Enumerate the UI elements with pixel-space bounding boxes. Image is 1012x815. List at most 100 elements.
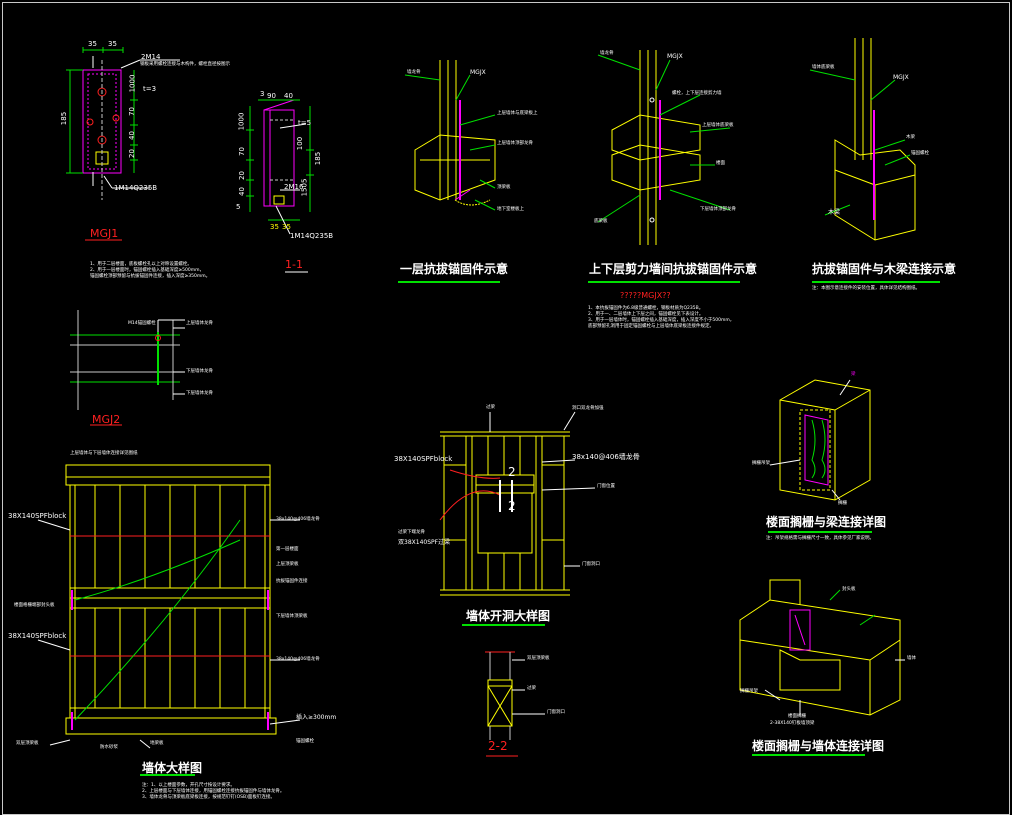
anchor1-callout: 上层墙体与底梁板上: [497, 111, 538, 116]
wall-detail-drawing: [37, 464, 301, 776]
joist-wall-callout: 楼面搁栅: [788, 714, 806, 719]
anchor3-callout: MGJX: [893, 74, 909, 81]
joist-wall-title: 楼面搁栅与墙体连接详图: [752, 739, 885, 753]
joist-beam-callout: 搁栅吊架: [752, 461, 770, 466]
opening-title: 墙体开洞大样图: [466, 609, 551, 623]
sec11-dim-top1: 3: [260, 90, 265, 98]
joist-wall-callout: 2-38X140钉板墙顶梁: [770, 721, 815, 726]
wall-bottom-label: 防水砂浆: [100, 745, 118, 750]
wall-right-label: 38x140@406墙龙骨: [276, 517, 320, 522]
anchor3-note: 注：本图示意连接件的安装位置，具体详见结构图纸。: [812, 286, 920, 291]
section-1-1-drawing: [246, 99, 314, 273]
sec22-callout: 门窗洞口: [547, 710, 565, 715]
opening-callout: 过梁: [486, 405, 495, 410]
anchor2-note-line: 3、用于一层墙体时，锚固螺栓插入基础深度，插入深度不小于500mm，: [588, 318, 735, 323]
anchor2-drawing: [588, 50, 740, 283]
opening-callout: 门窗洞口: [582, 562, 600, 567]
wall-right-label: 抗拔锚固件连接: [276, 579, 308, 584]
mgj1-plate-note: 钢板采用螺栓连接与木构件，螺栓直径按图示: [140, 62, 230, 67]
section-2-2-label: 2-2: [488, 739, 508, 753]
anchor3-callout: 木梁: [828, 209, 841, 216]
sec11-dim-h2: 70: [237, 147, 246, 156]
mgj2-label: MGJ2: [92, 413, 121, 426]
anchor1-callout: 顶梁板: [497, 185, 511, 190]
opening-callout: 38X140SPFblock: [394, 455, 453, 463]
mgj1-plate-drawing: [66, 47, 180, 241]
wall-right-label: 下层墙体顶梁板: [276, 614, 308, 619]
joist-wall-drawing: [739, 579, 905, 756]
mgj2-callout: 上层墙体龙骨: [186, 321, 213, 326]
mgj1-dim-w2: 35: [108, 40, 117, 48]
joist-beam-drawing: [768, 379, 872, 533]
sec11-dim-b1: 35: [270, 223, 279, 231]
mgj2-callout: M14锚固螺栓: [128, 321, 156, 326]
wall-bottom-label: 地梁板: [150, 741, 164, 746]
joist-beam-note: 注：吊架规格需与搁栅尺寸一致，具体参见厂家说明。: [766, 536, 874, 541]
sec11-thickness: t=5: [298, 119, 312, 127]
opening-callout: 双38X140SPF过梁: [398, 539, 451, 546]
mgj1-dim-h1: 1000: [128, 74, 137, 93]
anchor2-callout: 底梁板: [594, 219, 608, 224]
anchor1-callout: MGJX: [470, 69, 486, 76]
wall-top-label: 上层墙体与下层墙体连接详见图纸: [70, 451, 138, 456]
anchor1-drawing: [398, 60, 500, 283]
wall-left-label: 双层顶梁板: [16, 741, 39, 746]
anchor2-callout: MGJX: [667, 53, 683, 60]
joist-beam-callout: 梁: [851, 372, 856, 377]
joist-beam-callout: 搁栅: [838, 501, 847, 506]
wall-right-label: 锚固螺栓: [296, 739, 314, 744]
mgj1-notes: 1、用于二层楼面，底板螺栓孔以上对称设置螺栓。 2、用于一层楼面时，锚固螺栓插入…: [90, 262, 210, 280]
mgj2-callout: 下层墙体龙骨: [186, 369, 213, 374]
mgj1-label: MGJ1: [90, 227, 119, 240]
mgj1-bolt-label: 1M14Q235B: [114, 184, 158, 192]
wall-note-line: 3、墙体龙骨与顶梁板底梁板连接，按规范钉钉(OSB)面板钉连接。: [142, 795, 275, 800]
anchor2-note-line: 1、本抗拔锚固件为6.8级普通螺栓，钢板材质为Q235B。: [588, 306, 704, 311]
anchor2-note-line: 2、用于一、二层墙体上下层之间，锚固螺栓见下表设计。: [588, 312, 704, 317]
anchor2-callout: 螺栓，上下层连接剪力墙: [672, 91, 722, 96]
sec11-dim-h4: 185: [314, 151, 323, 166]
opening-callout: 过梁下端龙骨: [398, 530, 425, 535]
anchor3-callout: 墙体底梁板: [812, 65, 835, 70]
opening-cut-mark: 2: [508, 465, 516, 479]
anchor3-drawing: [809, 38, 940, 283]
mgj1-dim-h2: 70: [127, 107, 136, 116]
wall-right-label: 插入≥300mm: [296, 714, 337, 721]
sec11-dim-h3: 100: [296, 136, 305, 151]
anchor2-callout: 墙龙骨: [600, 51, 614, 56]
anchor3-callout: 木梁: [906, 135, 915, 140]
anchor2-notes: 1、本抗拔锚固件为6.8级普通螺栓，钢板材质为Q235B。 2、用于一、二层墙体…: [588, 306, 734, 330]
sec11-dim-h1: 1000: [237, 112, 246, 131]
wall-note-line: 2、上层楼面与下层墙体连接，用锚固螺栓连接抗拔锚固件与墙体龙骨。: [142, 789, 285, 794]
joist-wall-callout: 封头板: [842, 587, 856, 592]
mgj1-note-line: 锚固螺栓顶部预留与抗拔锚固件连接，插入深度≥350mm。: [90, 274, 211, 279]
opening-callout: 洞口双龙骨加强: [572, 406, 604, 411]
mgj1-thickness: t=3: [143, 85, 157, 93]
opening-callout: 38x140@406墙龙骨: [572, 453, 640, 461]
mgj1-note-line: 1、用于二层楼面，底板螺栓孔以上对称设置螺栓。: [90, 262, 192, 267]
anchor2-note-line: 底部预留孔洞用于固定锚固螺栓与上层墙体底梁板连接件规定。: [588, 324, 714, 329]
sec22-callout: 双层顶梁板: [527, 656, 550, 661]
sec11-dim-h6: 40: [237, 187, 246, 196]
sec11-bolt-label: 1M14Q235B: [290, 232, 334, 240]
wall-left-label: 38X140SPFblock: [8, 632, 67, 640]
wall-detail-title: 墙体大样图: [142, 761, 203, 775]
sec22-callout: 过梁: [527, 686, 536, 691]
wall-left-label: 38X140SPFblock: [8, 512, 67, 520]
wall-right-label: 上层顶梁板: [276, 562, 299, 567]
anchor3-title: 抗拔锚固件与木梁连接示意: [812, 262, 957, 276]
sec11-dim-top2: 90: [267, 92, 276, 100]
anchor2-subtitle: ?????MGJX??: [620, 291, 671, 300]
anchor2-callout: 上层墙体底梁板: [702, 123, 734, 128]
anchor1-callout: 上层墙体顶部龙骨: [497, 141, 533, 146]
wall-right-label: 38x140@406墙龙骨: [276, 657, 320, 662]
anchor1-callout: 墙龙骨: [407, 70, 421, 75]
mgj1-dim-h4: 20: [127, 149, 136, 158]
anchor3-callout: 锚固螺栓: [911, 151, 929, 156]
section-1-1-label: 1-1: [285, 258, 303, 271]
anchor1-callout: 地下室楼板上: [497, 207, 524, 212]
anchor2-title: 上下层剪力墙间抗拔锚固件示意: [589, 262, 758, 276]
anchor2-callout: 下层墙体顶部龙骨: [700, 207, 736, 212]
mgj1-callout: 2M14: [141, 53, 161, 61]
